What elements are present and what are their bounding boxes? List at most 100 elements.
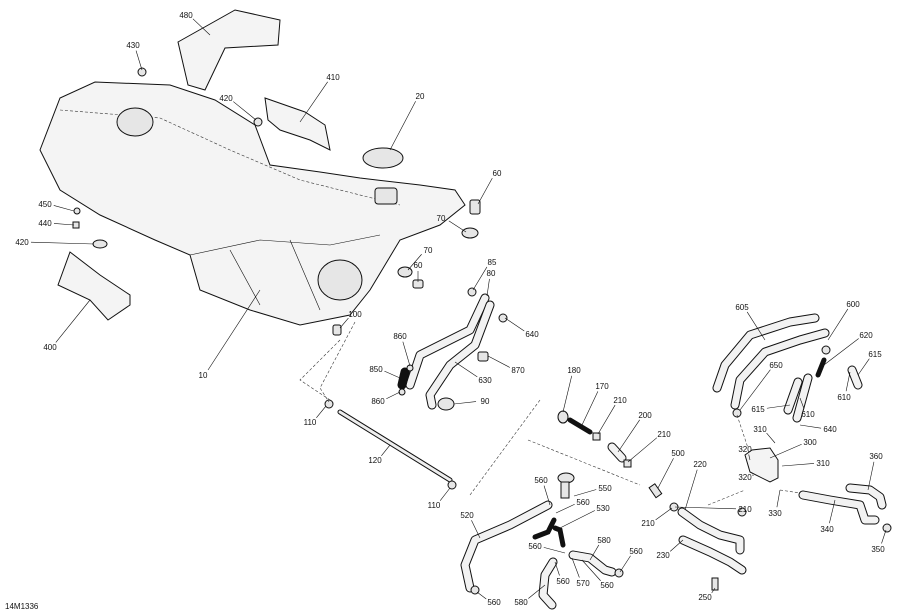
leader-line	[684, 469, 698, 511]
leader-line	[384, 370, 401, 379]
leader-line	[339, 317, 349, 329]
part-number-label: 550	[598, 484, 612, 493]
part-number-label: 210	[657, 430, 671, 439]
leader-line	[389, 101, 416, 151]
part-number-label: 250	[698, 593, 712, 602]
leader-line	[581, 559, 601, 581]
leader-line	[711, 587, 716, 594]
part-number-label: 340	[820, 525, 834, 534]
part-number-label: 560	[576, 498, 590, 507]
leader-line	[135, 50, 143, 71]
side-panel	[264, 97, 331, 151]
part-number-label: 90	[481, 397, 490, 406]
part-number-label: 430	[126, 41, 140, 50]
leader-line	[554, 561, 560, 576]
part-number-label: 320	[738, 473, 752, 482]
part-number-label: 870	[511, 366, 525, 375]
part-number-label: 560	[600, 581, 614, 590]
leader-line	[471, 520, 481, 539]
leader-line	[748, 454, 751, 461]
leader-line	[769, 443, 802, 459]
part-number-label: 610	[837, 393, 851, 402]
part-number-label: 60	[493, 169, 502, 178]
leader-line	[881, 529, 887, 544]
leader-line	[799, 397, 805, 409]
part-number-label: 210	[738, 505, 752, 514]
part-number-label: 615	[868, 350, 882, 359]
part-number-label: 450	[38, 200, 52, 209]
part-number-label: 650	[769, 361, 783, 370]
part-number-label: 180	[567, 366, 581, 375]
part-number-label: 310	[816, 459, 830, 468]
part-number-label: 200	[638, 411, 652, 420]
leader-line	[776, 489, 781, 508]
part-number-label: 560	[487, 598, 501, 607]
part-number-label: 580	[514, 598, 528, 607]
leader-line	[766, 404, 791, 409]
leader-line	[453, 401, 477, 405]
part-number-label: 320	[738, 445, 752, 454]
leader-line	[857, 358, 870, 376]
part-number-label: 420	[219, 94, 233, 103]
part-number-label: 440	[38, 219, 52, 228]
leader-line	[571, 557, 580, 578]
leader-line	[472, 266, 488, 291]
leader-line	[386, 391, 401, 399]
fuel-pump	[744, 447, 779, 483]
leader-line	[845, 371, 851, 392]
leader-line	[543, 547, 566, 554]
leader-line	[454, 361, 478, 378]
leader-line	[53, 205, 75, 212]
part-number-label: 500	[671, 449, 685, 458]
part-number-label: 640	[823, 425, 837, 434]
leader-line	[299, 81, 328, 123]
leader-line	[657, 458, 674, 489]
part-number-label: 100	[348, 310, 362, 319]
part-number-label: 600	[846, 300, 860, 309]
leader-line	[192, 18, 211, 36]
leader-line	[448, 220, 467, 233]
part-number-label: 70	[437, 214, 446, 223]
leader-line	[746, 311, 766, 341]
leader-line	[674, 506, 737, 510]
leader-line	[55, 299, 91, 343]
part-number-label: 330	[768, 509, 782, 518]
leader-line	[381, 444, 391, 456]
part-number-label: 310	[753, 425, 767, 434]
leader-line	[487, 355, 510, 368]
part-number-label: 410	[326, 73, 340, 82]
part-number-label: 110	[304, 418, 317, 427]
diagram-id: 14M1336	[5, 602, 39, 611]
leader-line	[573, 489, 597, 497]
leader-line	[30, 241, 95, 245]
part-number-label: 70	[424, 246, 433, 255]
leader-line	[316, 405, 327, 418]
part-number-label: 210	[641, 519, 655, 528]
part-number-label: 560	[528, 542, 542, 551]
part-number-label: 570	[576, 579, 590, 588]
part-number-label: 230	[656, 551, 670, 560]
part-number-label: 360	[869, 452, 883, 461]
leader-line	[207, 289, 261, 371]
leader-line	[799, 424, 822, 429]
leader-line	[504, 317, 525, 332]
leader-line	[402, 341, 411, 367]
part-number-label: 850	[369, 365, 383, 374]
part-number-label: 300	[803, 438, 817, 447]
part-number-label: 85	[488, 258, 497, 267]
leader-line	[781, 463, 815, 467]
part-number-label: 560	[556, 577, 570, 586]
part-number-label: 480	[179, 11, 193, 20]
leader-line	[829, 499, 836, 524]
part-number-label: 615	[751, 405, 765, 414]
lower-panel	[57, 251, 131, 321]
leader-line	[739, 369, 771, 411]
leader-line	[53, 223, 75, 226]
leader-line	[581, 391, 599, 426]
part-number-label: 630	[478, 376, 492, 385]
part-number-label: 60	[414, 261, 423, 270]
part-number-label: 520	[460, 511, 474, 520]
